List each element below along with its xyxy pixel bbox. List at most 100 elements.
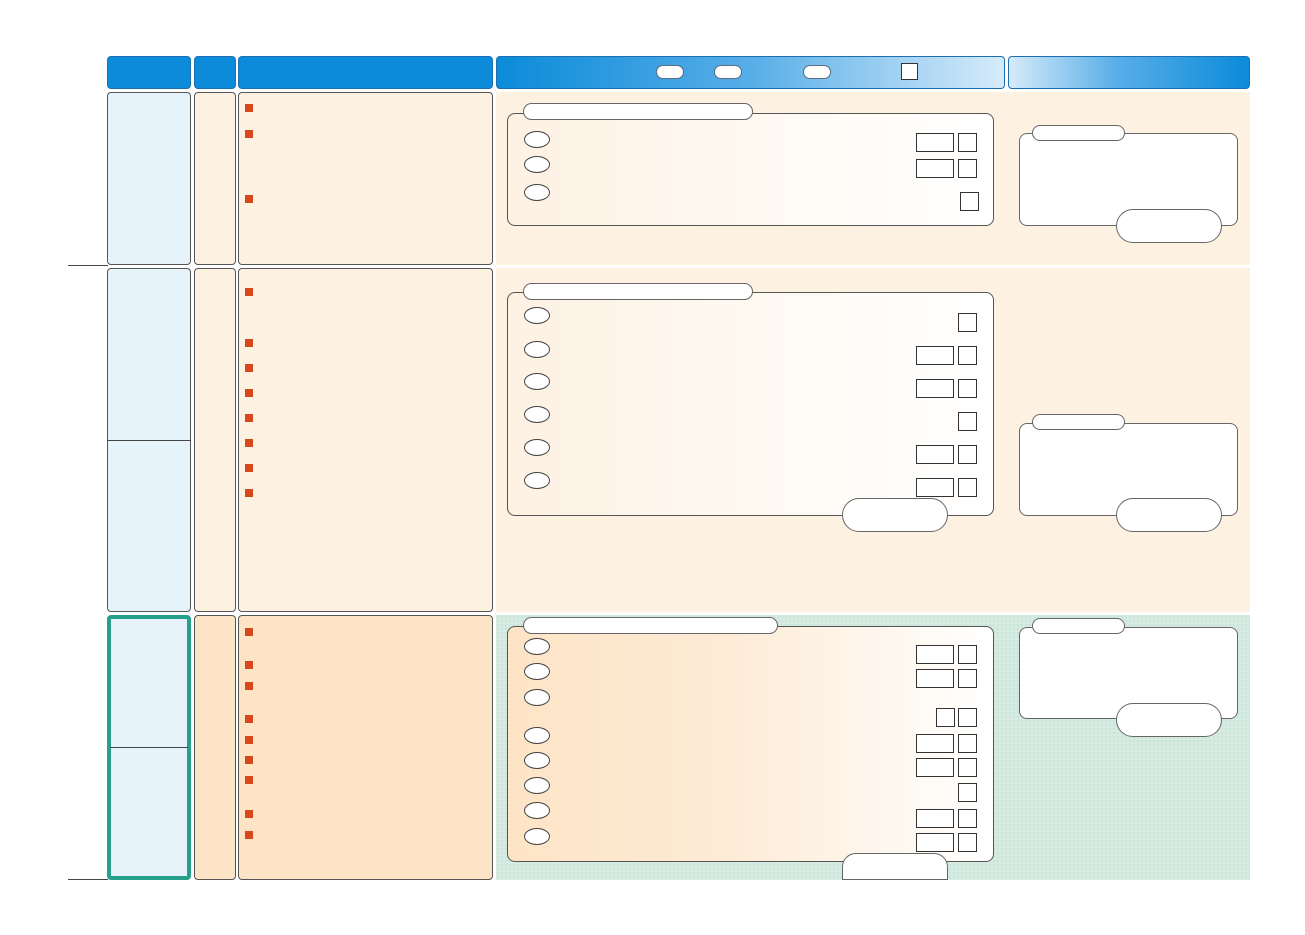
value-field[interactable] <box>916 379 954 398</box>
bullet-icon <box>245 831 253 839</box>
panel-button-3[interactable] <box>842 853 948 880</box>
row-divider <box>68 879 108 880</box>
legend-checkbox[interactable] <box>901 63 918 80</box>
bullet-icon <box>245 715 253 723</box>
panel-tab-1 <box>523 103 753 120</box>
stage-divider <box>107 440 191 441</box>
item-oval <box>524 307 550 324</box>
item-oval <box>524 777 550 794</box>
item-oval <box>524 373 550 390</box>
header-col-notes <box>1008 56 1250 89</box>
item-checkbox[interactable] <box>958 379 977 398</box>
item-oval <box>524 727 550 744</box>
item-oval <box>524 663 550 680</box>
legend-pill-2 <box>714 65 742 79</box>
item-oval <box>524 131 550 148</box>
item-checkbox[interactable] <box>958 313 977 332</box>
item-oval <box>524 802 550 819</box>
bullet-icon <box>245 756 253 764</box>
item-oval <box>524 439 550 456</box>
item-checkbox[interactable] <box>958 346 977 365</box>
index-cell-1 <box>194 92 236 265</box>
item-oval <box>524 689 550 706</box>
stage-divider <box>110 747 188 748</box>
panel-tab-2 <box>523 283 753 300</box>
item-checkbox[interactable] <box>936 708 955 727</box>
note-button-2[interactable] <box>1116 498 1222 532</box>
header-col-description <box>238 56 493 89</box>
value-field[interactable] <box>916 669 954 688</box>
description-cell-2 <box>238 268 493 612</box>
bullet-icon <box>245 389 253 397</box>
bullet-icon <box>245 288 253 296</box>
value-field[interactable] <box>916 133 954 152</box>
bullet-icon <box>245 464 253 472</box>
note-tab-2 <box>1032 414 1125 430</box>
description-cell-3 <box>238 615 493 880</box>
item-oval <box>524 638 550 655</box>
item-oval <box>524 472 550 489</box>
note-tab-1 <box>1032 125 1125 141</box>
panel-button-2[interactable] <box>842 498 948 532</box>
value-field[interactable] <box>916 445 954 464</box>
bullet-icon <box>245 439 253 447</box>
item-oval <box>524 341 550 358</box>
item-checkbox[interactable] <box>958 783 977 802</box>
note-tab-3 <box>1032 618 1125 634</box>
panel-tab-3 <box>523 617 778 634</box>
bullet-icon <box>245 736 253 744</box>
bullet-icon <box>245 776 253 784</box>
value-field[interactable] <box>916 758 954 777</box>
value-field[interactable] <box>916 478 954 497</box>
items-panel-1 <box>507 113 994 226</box>
value-field[interactable] <box>916 346 954 365</box>
item-oval <box>524 828 550 845</box>
item-oval <box>524 406 550 423</box>
value-field[interactable] <box>916 645 954 664</box>
item-checkbox[interactable] <box>958 833 977 852</box>
note-button-3[interactable] <box>1116 703 1222 737</box>
item-checkbox[interactable] <box>958 412 977 431</box>
item-checkbox[interactable] <box>958 758 977 777</box>
value-field[interactable] <box>916 833 954 852</box>
item-checkbox[interactable] <box>958 478 977 497</box>
bullet-icon <box>245 810 253 818</box>
item-checkbox[interactable] <box>958 809 977 828</box>
row-divider <box>68 265 108 266</box>
value-field[interactable] <box>916 159 954 178</box>
value-field[interactable] <box>916 809 954 828</box>
header-col-items <box>496 56 1005 89</box>
bullet-icon <box>245 414 253 422</box>
index-cell-2 <box>194 268 236 612</box>
bullet-icon <box>245 682 253 690</box>
item-checkbox[interactable] <box>958 159 977 178</box>
description-cell-1 <box>238 92 493 265</box>
value-field[interactable] <box>916 734 954 753</box>
note-button-1[interactable] <box>1116 209 1222 243</box>
header-col-index <box>194 56 236 89</box>
index-cell-3 <box>194 615 236 880</box>
bullet-icon <box>245 104 253 112</box>
item-oval <box>524 752 550 769</box>
item-oval <box>524 156 550 173</box>
item-checkbox[interactable] <box>960 192 979 211</box>
item-checkbox[interactable] <box>958 734 977 753</box>
item-checkbox[interactable] <box>958 645 977 664</box>
legend-pill-1 <box>656 65 684 79</box>
legend-pill-3 <box>803 65 831 79</box>
bullet-icon <box>245 628 253 636</box>
bullet-icon <box>245 195 253 203</box>
bullet-icon <box>245 339 253 347</box>
bullet-icon <box>245 661 253 669</box>
item-checkbox[interactable] <box>958 445 977 464</box>
bullet-icon <box>245 489 253 497</box>
bullet-icon <box>245 130 253 138</box>
item-checkbox[interactable] <box>958 708 977 727</box>
item-oval <box>524 184 550 201</box>
item-checkbox[interactable] <box>958 133 977 152</box>
items-panel-2 <box>507 292 994 516</box>
item-checkbox[interactable] <box>958 669 977 688</box>
items-panel-3 <box>507 626 994 862</box>
bullet-icon <box>245 364 253 372</box>
header-col-stage <box>107 56 191 89</box>
